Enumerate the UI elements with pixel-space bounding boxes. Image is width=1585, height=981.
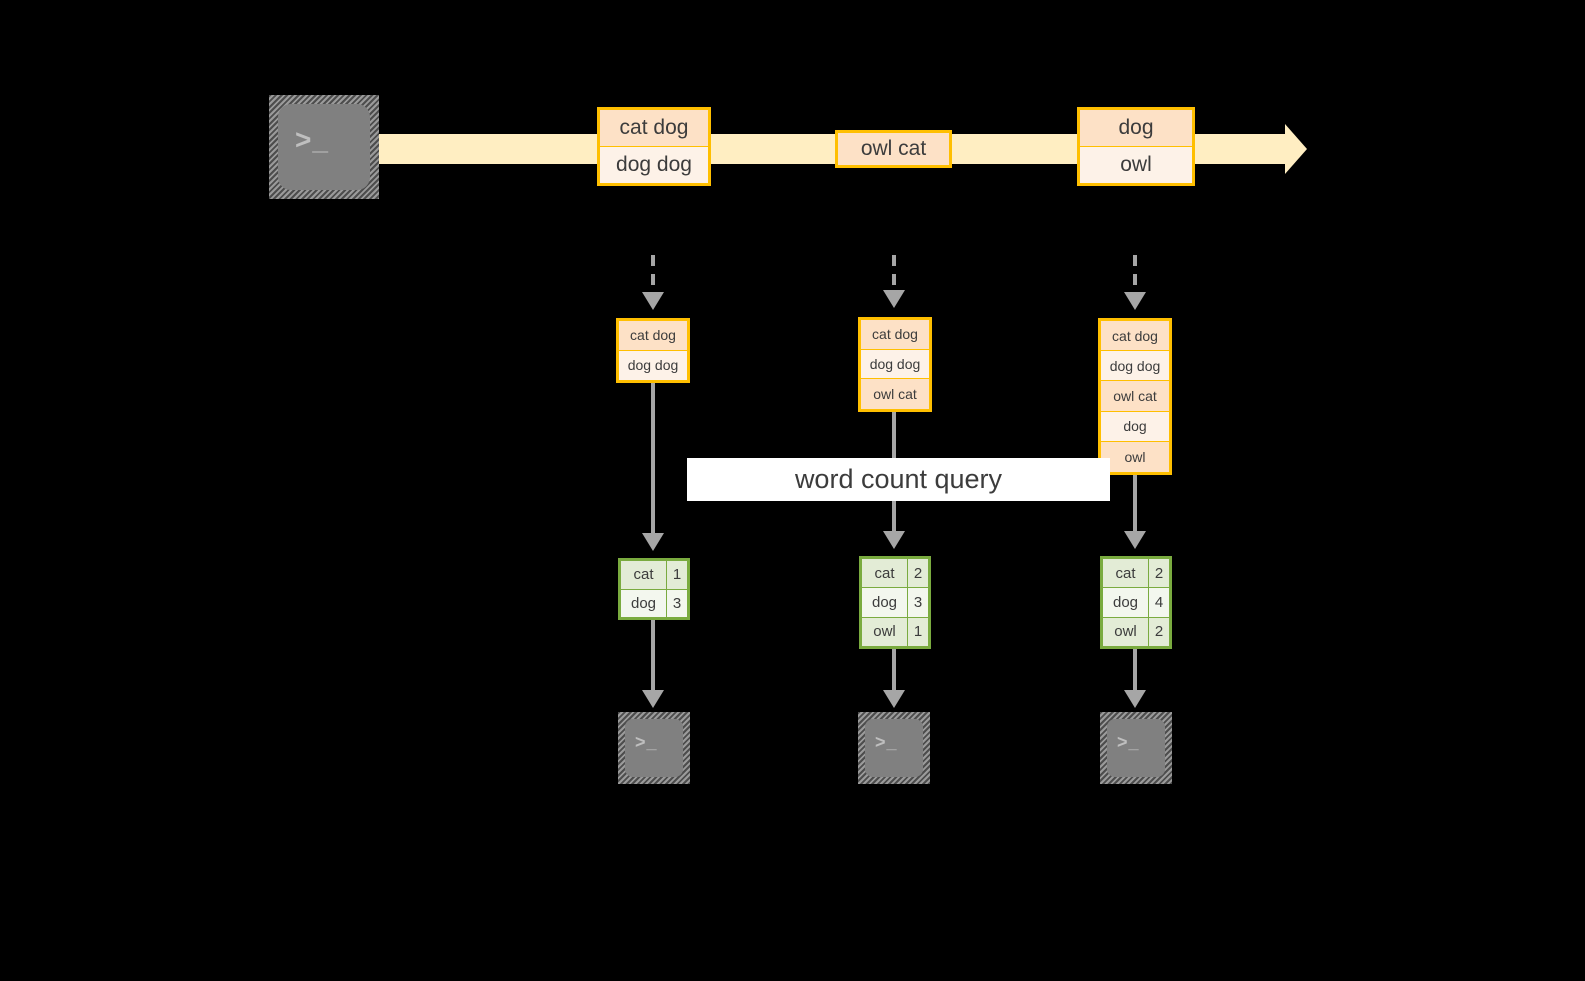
snapshot-2-line-1: cat dog [861, 320, 929, 350]
column-3-sink-arrowhead [1124, 690, 1146, 708]
table-row: dog 4 [1103, 588, 1169, 618]
snapshot-2-count-3: 1 [908, 617, 928, 646]
stream-batch-3[interactable]: dog owl [1077, 107, 1195, 186]
snapshot-3-line-2: dog dog [1101, 351, 1169, 382]
snapshot-1-word-1: cat [621, 561, 667, 589]
snapshot-3-count-3: 2 [1149, 617, 1169, 646]
snapshot-3-count-2: 4 [1149, 588, 1169, 617]
column-1-stream-arrowhead [642, 292, 664, 310]
stream-batch-3-line-1: dog [1080, 110, 1192, 147]
table-row: owl 1 [862, 617, 928, 646]
snapshot-1-word-2: dog [621, 589, 667, 617]
snapshot-3-word-3: owl [1103, 617, 1149, 646]
column-3-sink-line [1133, 649, 1137, 692]
snapshot-1-line-1: cat dog [619, 321, 687, 351]
snapshot-3-word-1: cat [1103, 559, 1149, 588]
column-3-query-arrowhead [1124, 531, 1146, 549]
snapshot-1-sink-terminal[interactable]: >_ [618, 712, 690, 784]
table-row: dog 3 [862, 588, 928, 618]
column-2-sink-arrowhead [883, 690, 905, 708]
column-2-query-arrowhead [883, 531, 905, 549]
stream-timeline-arrowhead [1285, 124, 1307, 174]
snapshot-1-result-table[interactable]: cat 1 dog 3 [618, 558, 690, 620]
table-row: cat 2 [862, 559, 928, 589]
column-1-query-arrowhead [642, 533, 664, 551]
snapshot-3-line-4: dog [1101, 411, 1169, 442]
snapshot-2-word-1: cat [862, 559, 908, 588]
snapshot-2-line-3: owl cat [861, 379, 929, 409]
stream-batch-1-line-1: cat dog [600, 110, 708, 147]
column-2-stream-arrowhead [883, 290, 905, 308]
snapshot-1-count-1: 1 [667, 561, 687, 589]
snapshot-2-sink-terminal[interactable]: >_ [858, 712, 930, 784]
column-1-sink-line [651, 620, 655, 692]
snapshot-2-result-table[interactable]: cat 2 dog 3 owl 1 [859, 556, 931, 649]
snapshot-2-sink-terminal-screen: >_ [865, 719, 923, 777]
snapshot-1-sink-terminal-screen: >_ [625, 719, 683, 777]
column-2-sink-line [892, 649, 896, 692]
snapshot-3-sink-terminal[interactable]: >_ [1100, 712, 1172, 784]
table-row: owl 2 [1103, 617, 1169, 646]
snapshot-3-accumulated[interactable]: cat dog dog dog owl cat dog owl [1098, 318, 1172, 475]
source-terminal[interactable]: >_ [269, 95, 379, 199]
snapshot-1-line-2: dog dog [619, 350, 687, 380]
stream-batch-2[interactable]: owl cat [835, 130, 952, 168]
snapshot-3-line-1: cat dog [1101, 321, 1169, 352]
source-terminal-screen: >_ [278, 104, 370, 190]
table-row: cat 2 [1103, 559, 1169, 589]
terminal-prompt-icon: >_ [295, 124, 329, 155]
column-1-sink-arrowhead [642, 690, 664, 708]
column-2-stream-dash [892, 255, 896, 295]
column-3-stream-arrowhead [1124, 292, 1146, 310]
terminal-prompt-icon: >_ [875, 732, 898, 752]
stream-batch-3-line-2: owl [1080, 146, 1192, 183]
snapshot-3-line-5: owl [1101, 441, 1169, 472]
snapshot-3-word-2: dog [1103, 588, 1149, 617]
stream-batch-2-line-1: owl cat [838, 133, 949, 165]
table-row: cat 1 [621, 561, 687, 590]
snapshot-1-accumulated[interactable]: cat dog dog dog [616, 318, 690, 383]
snapshot-2-word-3: owl [862, 617, 908, 646]
snapshot-3-line-3: owl cat [1101, 381, 1169, 412]
column-1-query-line [651, 383, 655, 535]
stream-batch-1-line-2: dog dog [600, 146, 708, 183]
snapshot-3-count-1: 2 [1149, 559, 1169, 588]
snapshot-3-result-table[interactable]: cat 2 dog 4 owl 2 [1100, 556, 1172, 649]
snapshot-1-count-2: 3 [667, 589, 687, 617]
snapshot-2-count-1: 2 [908, 559, 928, 588]
query-label: word count query [687, 458, 1110, 501]
terminal-prompt-icon: >_ [1117, 732, 1140, 752]
snapshot-2-word-2: dog [862, 588, 908, 617]
column-1-stream-dash [651, 255, 655, 297]
column-3-query-line [1133, 475, 1137, 533]
snapshot-2-accumulated[interactable]: cat dog dog dog owl cat [858, 317, 932, 412]
snapshot-3-sink-terminal-screen: >_ [1107, 719, 1165, 777]
table-row: dog 3 [621, 589, 687, 617]
terminal-prompt-icon: >_ [635, 732, 658, 752]
stream-batch-1[interactable]: cat dog dog dog [597, 107, 711, 186]
snapshot-2-count-2: 3 [908, 588, 928, 617]
column-3-stream-dash [1133, 255, 1137, 297]
snapshot-2-line-2: dog dog [861, 349, 929, 380]
